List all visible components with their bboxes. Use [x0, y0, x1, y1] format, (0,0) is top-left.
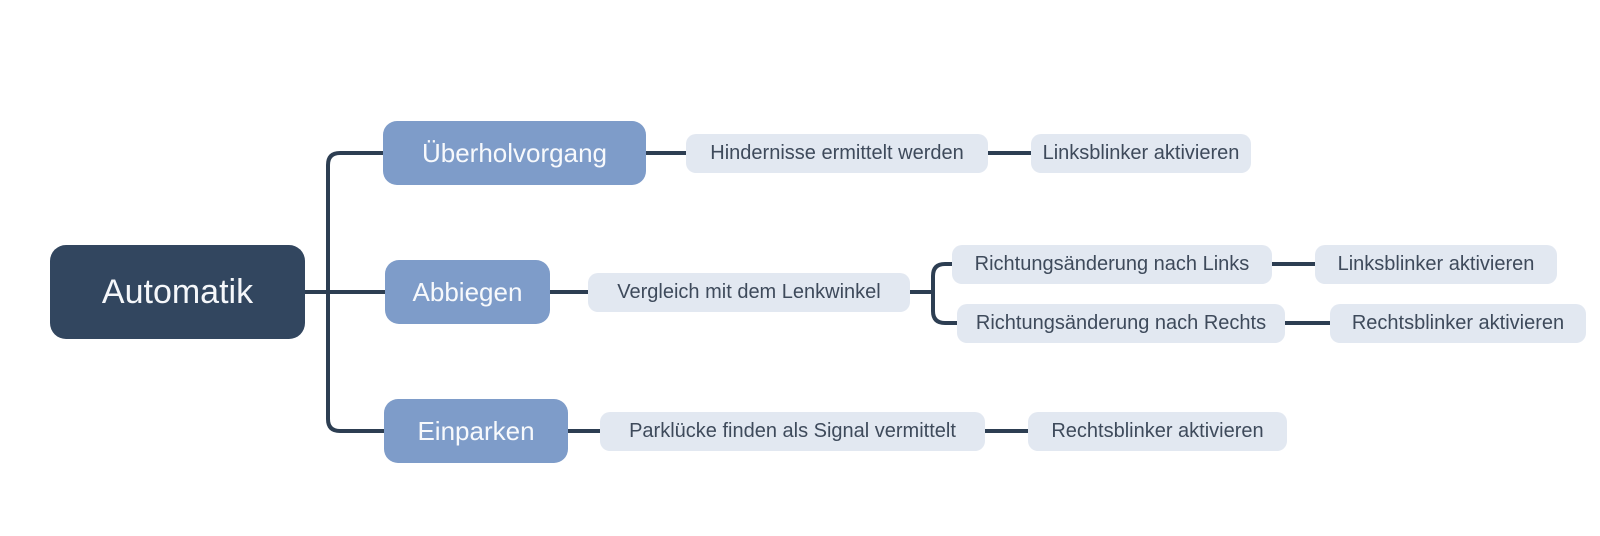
node-richtungsaenderung-rechts[interactable]: Richtungsänderung nach Rechts — [957, 304, 1285, 343]
node-vergleich-lenkwinkel[interactable]: Vergleich mit dem Lenkwinkel — [588, 273, 910, 312]
edge-spine — [326, 151, 388, 433]
node-rechtsblinker-aktivieren-2[interactable]: Rechtsblinker aktivieren — [1028, 412, 1287, 451]
node-hindernisse-ermittelt-werden[interactable]: Hindernisse ermittelt werden — [686, 134, 988, 173]
node-ueberholvorgang[interactable]: Überholvorgang — [383, 121, 646, 185]
node-abbiegen[interactable]: Abbiegen — [385, 260, 550, 324]
node-linksblinker-aktivieren-2[interactable]: Linksblinker aktivieren — [1315, 245, 1557, 284]
node-einparken[interactable]: Einparken — [384, 399, 568, 463]
edge-fork — [931, 262, 959, 325]
node-automatik[interactable]: Automatik — [50, 245, 305, 339]
node-rechtsblinker-aktivieren-1[interactable]: Rechtsblinker aktivieren — [1330, 304, 1586, 343]
node-richtungsaenderung-links[interactable]: Richtungsänderung nach Links — [952, 245, 1272, 284]
node-parkluecke-signal[interactable]: Parklücke finden als Signal vermittelt — [600, 412, 985, 451]
node-linksblinker-aktivieren-1[interactable]: Linksblinker aktivieren — [1031, 134, 1251, 173]
